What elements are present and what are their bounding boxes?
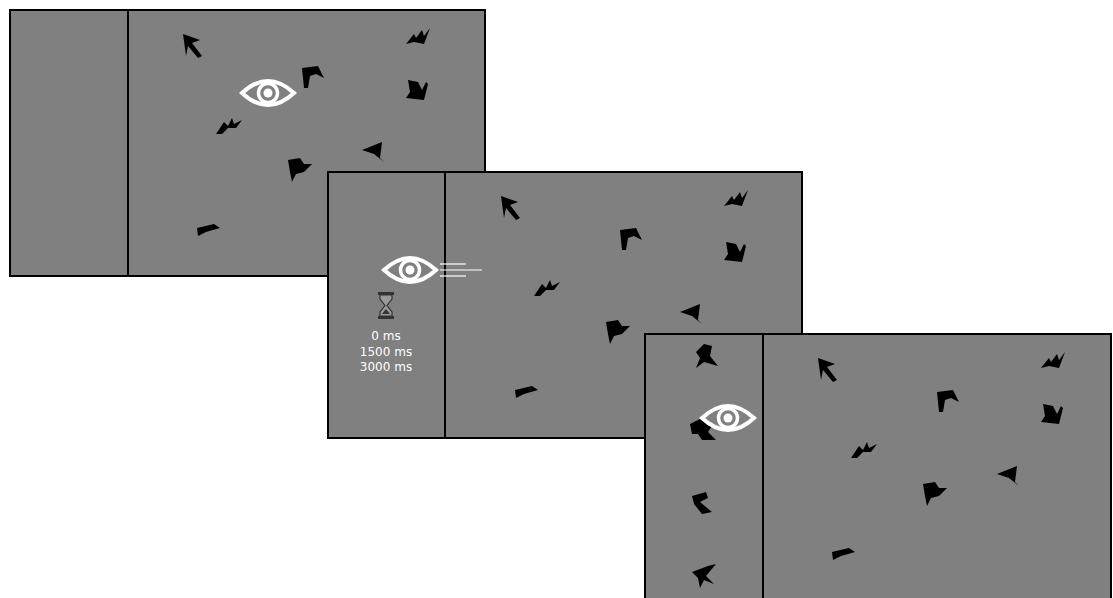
delay-labels: 0 ms1500 ms3000 ms [346, 329, 426, 376]
hourglass-icon [378, 292, 394, 319]
delay-label: 3000 ms [346, 360, 426, 376]
motion-lines [440, 264, 482, 276]
delay-label: 0 ms [346, 329, 426, 345]
display-panel [645, 334, 1111, 598]
delay-label: 1500 ms [346, 345, 426, 361]
